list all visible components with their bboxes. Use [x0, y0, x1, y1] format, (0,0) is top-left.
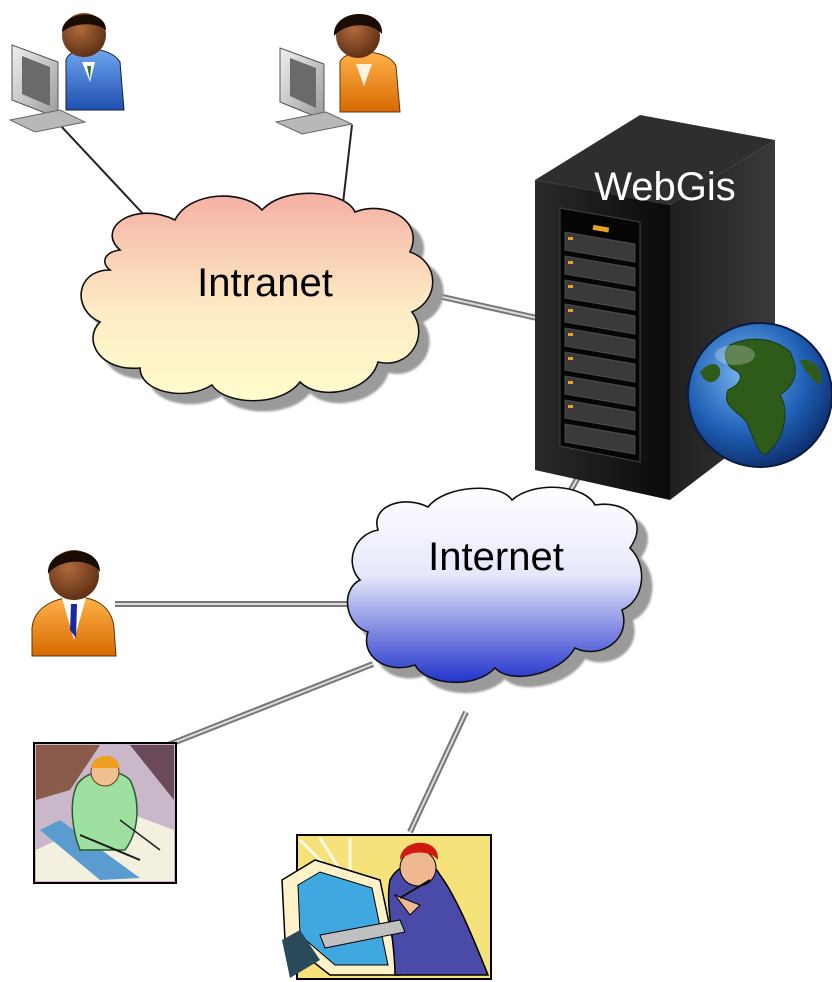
- architect-clipart-icon: [33, 742, 177, 884]
- link-intranet-server: [419, 289, 538, 321]
- rack-units: [564, 231, 636, 455]
- designer-clipart-icon: [281, 834, 492, 980]
- user-at-computer-blue-icon: [8, 13, 125, 133]
- link-designer-internet: [407, 710, 469, 834]
- server-label: WebGis: [594, 165, 736, 209]
- intranet-label: Intranet: [197, 261, 333, 305]
- internet-label: Internet: [428, 535, 564, 579]
- link-user2-intranet: [341, 124, 353, 213]
- globe-icon: [687, 322, 832, 468]
- link-architect-internet: [166, 661, 375, 748]
- user-orange-icon: [31, 550, 117, 657]
- internet-cloud: Internet: [346, 486, 643, 684]
- rack-leds: [568, 224, 610, 408]
- intranet-cloud: Intranet: [80, 192, 434, 402]
- user-at-computer-orange-icon: [274, 13, 401, 135]
